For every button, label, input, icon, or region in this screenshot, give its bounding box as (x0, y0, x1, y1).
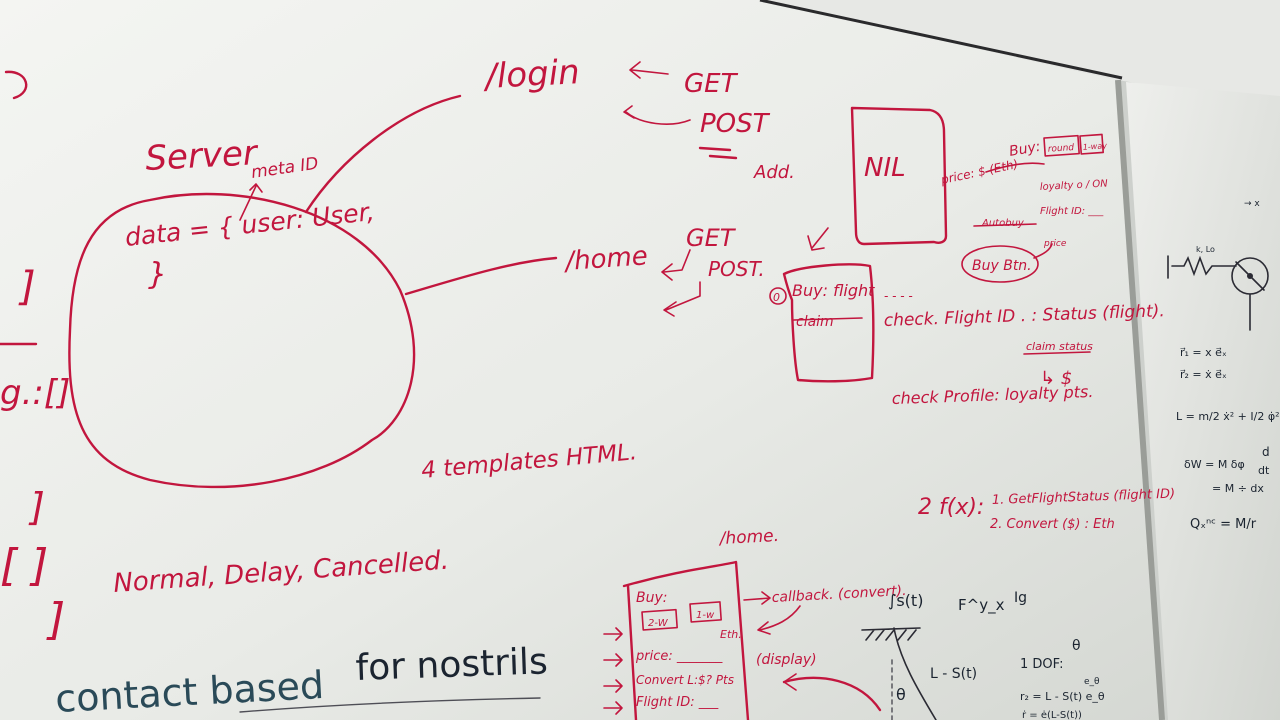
right-sw: δW = M δφ (1184, 458, 1245, 471)
left-bracket-4: ] (46, 594, 65, 645)
login-label: /login (481, 52, 580, 97)
physics-ig: Ig (1014, 590, 1027, 606)
buy-card-box (782, 263, 875, 383)
main-board (0, 0, 1162, 720)
right-d2: dt (1258, 464, 1270, 477)
home-label: /home (562, 241, 648, 277)
login-route: /login GET POST Add. (481, 52, 795, 183)
right-r1: r⃗₁ = x e⃗ₓ (1180, 346, 1227, 359)
nil-flight-id: Flight ID: ___ (1040, 206, 1104, 217)
functions-item-2: 2. Convert ($) : Eth (990, 517, 1115, 532)
side-board (1126, 82, 1280, 720)
login-add: Add. (753, 162, 795, 183)
home-route: /home GET POST. (562, 224, 765, 317)
home-wireframe: /home. Buy: 2-W 1-w Eth. price: _______ … (603, 526, 907, 720)
wireframe-price: price: _______ (635, 649, 723, 664)
buy-card-claim: claim (796, 314, 834, 330)
server-blob (68, 192, 416, 489)
wireframe-callback: callback. (convert). (771, 583, 907, 606)
server-title: Server (144, 133, 259, 179)
wireframe-flight-id: Flight ID: ___ (636, 695, 719, 710)
home-connector (404, 256, 558, 296)
right-q: Qₓⁿᶜ = M/r (1190, 517, 1257, 532)
wireframe-convert: Convert L:$? Pts (636, 673, 734, 687)
board-divider (1115, 79, 1165, 720)
buy-card-flight: Buy: flight (792, 281, 875, 300)
left-edge-notes: ] g.:[] ] [ ] ] (0, 70, 70, 645)
right-board-notes: → x k, Lo r⃗₁ = x e⃗ₓ r⃗₂ = ẋ e⃗ₓ L = m/… (1167, 199, 1280, 532)
wireframe-buy: Buy: (636, 590, 667, 606)
check-dots: - - - - (884, 289, 913, 303)
login-connector (304, 94, 462, 214)
physics-theta-small: θ (896, 685, 906, 704)
wireframe-display: (display) (756, 652, 817, 668)
left-bracket-3: [ ] (0, 540, 48, 591)
nil-price-small: price (1043, 239, 1067, 249)
server-closing-brace: } (148, 257, 167, 292)
wireframe-route: /home. (717, 526, 779, 549)
check-claim-status: claim status (1026, 340, 1093, 353)
bottom-for-nostrils: for nostrils (355, 641, 549, 689)
board-top-frame (759, 0, 1123, 80)
buy-flight-card: 0 Buy: flight claim (769, 263, 875, 383)
physics-e-theta: e_θ (1084, 677, 1100, 687)
wireframe-frame (622, 560, 750, 720)
physics-force: F^y_x (958, 596, 1005, 615)
check-arrow-dollar: ↳ $ (1040, 368, 1072, 389)
login-get: GET (684, 69, 739, 99)
right-lagrangian: L = m/2 ẋ² + I/2 φ̇² + (1176, 410, 1280, 423)
nil-round: round (1047, 143, 1074, 155)
left-bracket-2: ] (28, 485, 45, 529)
nil-buy: Buy: (1008, 139, 1042, 160)
physics-r-eq: r₂ = L - S(t) e_θ (1020, 690, 1105, 703)
wireframe-eth: Eth. (720, 628, 742, 641)
buy-btn-circle (961, 245, 1039, 283)
functions-note: 2 f(x): 1. GetFlightStatus (flight ID) 2… (918, 487, 1175, 532)
nil-one-way: 1-way (1082, 141, 1107, 152)
nil-buy-btn: Buy Btn. (972, 258, 1032, 274)
left-bracket-1: ] (18, 264, 36, 310)
login-post: POST (700, 109, 771, 139)
physics-sketch: ∫s(t) F^y_x Ig θ L - S(t) 1 DOF: θ r₂ = … (861, 590, 1105, 720)
functions-item-1: 1. GetFlightStatus (flight ID) (992, 487, 1176, 508)
nil-autobuy: Autobuy (981, 218, 1025, 229)
nil-label: NIL (864, 153, 906, 183)
right-m-dx: = M ÷ dx (1212, 482, 1264, 495)
physics-l-minus-s: L - S(t) (930, 666, 977, 682)
wireframe-return-arrow (782, 676, 882, 712)
physics-theta-dof: θ (1072, 638, 1081, 654)
right-axis: → x (1244, 199, 1260, 209)
functions-label: 2 f(x): (918, 495, 984, 520)
physics-integral: ∫s(t) (888, 591, 923, 610)
home-get: GET (686, 224, 737, 252)
right-r2: r⃗₂ = ẋ e⃗ₓ (1180, 368, 1227, 381)
wireframe-two-way: 2-W (648, 618, 669, 629)
physics-dof: 1 DOF: (1020, 657, 1064, 672)
wireframe-one-way: 1-w (696, 610, 715, 621)
right-d1: d (1262, 445, 1270, 459)
left-list-1: g.:[] (0, 373, 70, 413)
right-kl: k, Lo (1196, 245, 1215, 254)
nil-loyalty: loyalty o / ON (1040, 178, 1109, 193)
buy-card-number: 0 (773, 291, 780, 304)
home-post: POST. (708, 257, 765, 281)
physics-r-eq-2: ṙ = ė(L-S(t)) (1022, 710, 1082, 720)
nil-box (850, 106, 948, 246)
